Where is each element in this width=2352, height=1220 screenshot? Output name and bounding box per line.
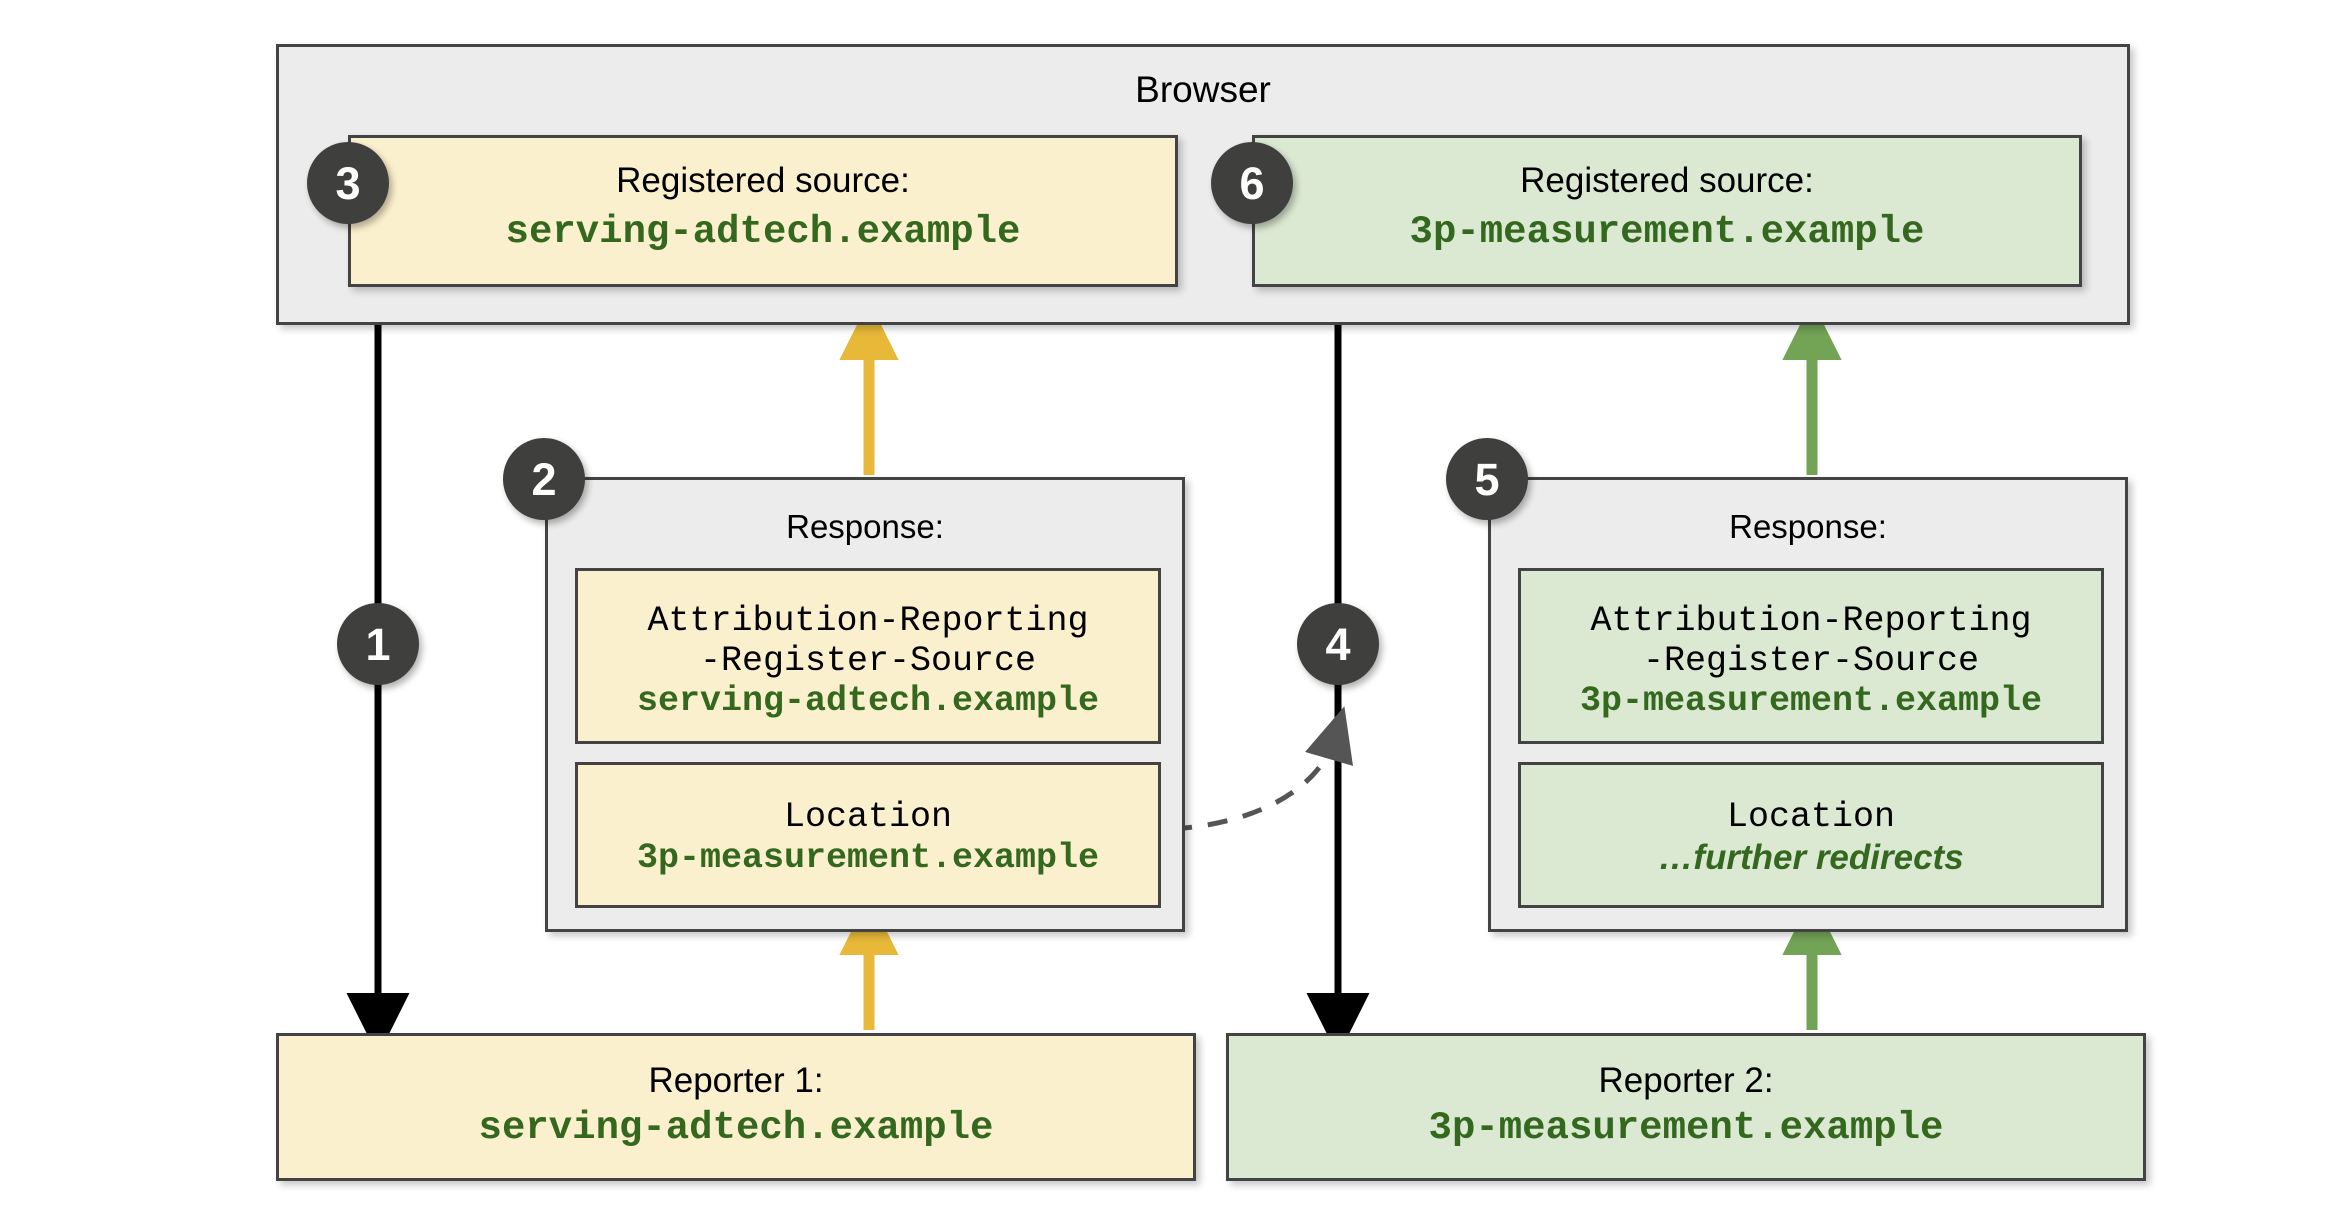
reporter-heading-1: Reporter 1:: [648, 1061, 824, 1100]
response-label-1: Response:: [786, 508, 944, 545]
header-value-1-1: serving-adtech.example: [636, 681, 1100, 721]
header-name-line1-1-1: Attribution-Reporting: [647, 601, 1089, 641]
step-badge-3: 3: [307, 142, 389, 224]
response-header-2-1: Attribution-Reporting -Register-Source 3…: [1518, 568, 2104, 744]
reporter-card-1: Reporter 1: serving-adtech.example: [276, 1033, 1196, 1181]
arrow-redirect-dashed: [1171, 706, 1353, 832]
response-card-2: Response: Attribution-Reporting -Registe…: [1488, 477, 2128, 932]
reporter-card-2: Reporter 2: 3p-measurement.example: [1226, 1033, 2146, 1181]
reporter-value-1: serving-adtech.example: [478, 1106, 994, 1150]
registered-source-heading-2: Registered source:: [1520, 161, 1814, 200]
response-label-2: Response:: [1729, 508, 1887, 545]
browser-title: Browser: [1135, 69, 1271, 110]
step-badge-1: 1: [337, 603, 419, 685]
reporter-value-2: 3p-measurement.example: [1428, 1106, 1944, 1150]
step-badge-2: 2: [503, 438, 585, 520]
reporter-heading-2: Reporter 2:: [1598, 1061, 1774, 1100]
response-card-1: Response: Attribution-Reporting -Registe…: [545, 477, 1185, 932]
header-name-line2-2-1: -Register-Source: [1642, 641, 1980, 681]
registered-source-card-1: Registered source: serving-adtech.exampl…: [348, 135, 1178, 287]
registered-source-card-2: Registered source: 3p-measurement.exampl…: [1252, 135, 2082, 287]
response-header-2-2: Location …further redirects: [1518, 762, 2104, 908]
registered-source-value-2: 3p-measurement.example: [1409, 210, 1925, 254]
header-value-2-1: 3p-measurement.example: [1579, 681, 2043, 721]
step-badge-6: 6: [1211, 142, 1293, 224]
header-name-line2-1-1: -Register-Source: [699, 641, 1037, 681]
step-badge-5: 5: [1446, 438, 1528, 520]
header-name-line1-2-1: Attribution-Reporting: [1590, 601, 2032, 641]
registered-source-value-1: serving-adtech.example: [505, 210, 1021, 254]
header-name-line1-2-2: Location: [1726, 797, 1896, 837]
step-badge-4: 4: [1297, 603, 1379, 685]
header-value-1-2: 3p-measurement.example: [636, 838, 1100, 878]
header-name-line1-1-2: Location: [783, 797, 953, 837]
response-header-1-2: Location 3p-measurement.example: [575, 762, 1161, 908]
response-header-1-1: Attribution-Reporting -Register-Source s…: [575, 568, 1161, 744]
header-value-2-2: …further redirects: [1658, 838, 1964, 877]
registered-source-heading-1: Registered source:: [616, 161, 910, 200]
